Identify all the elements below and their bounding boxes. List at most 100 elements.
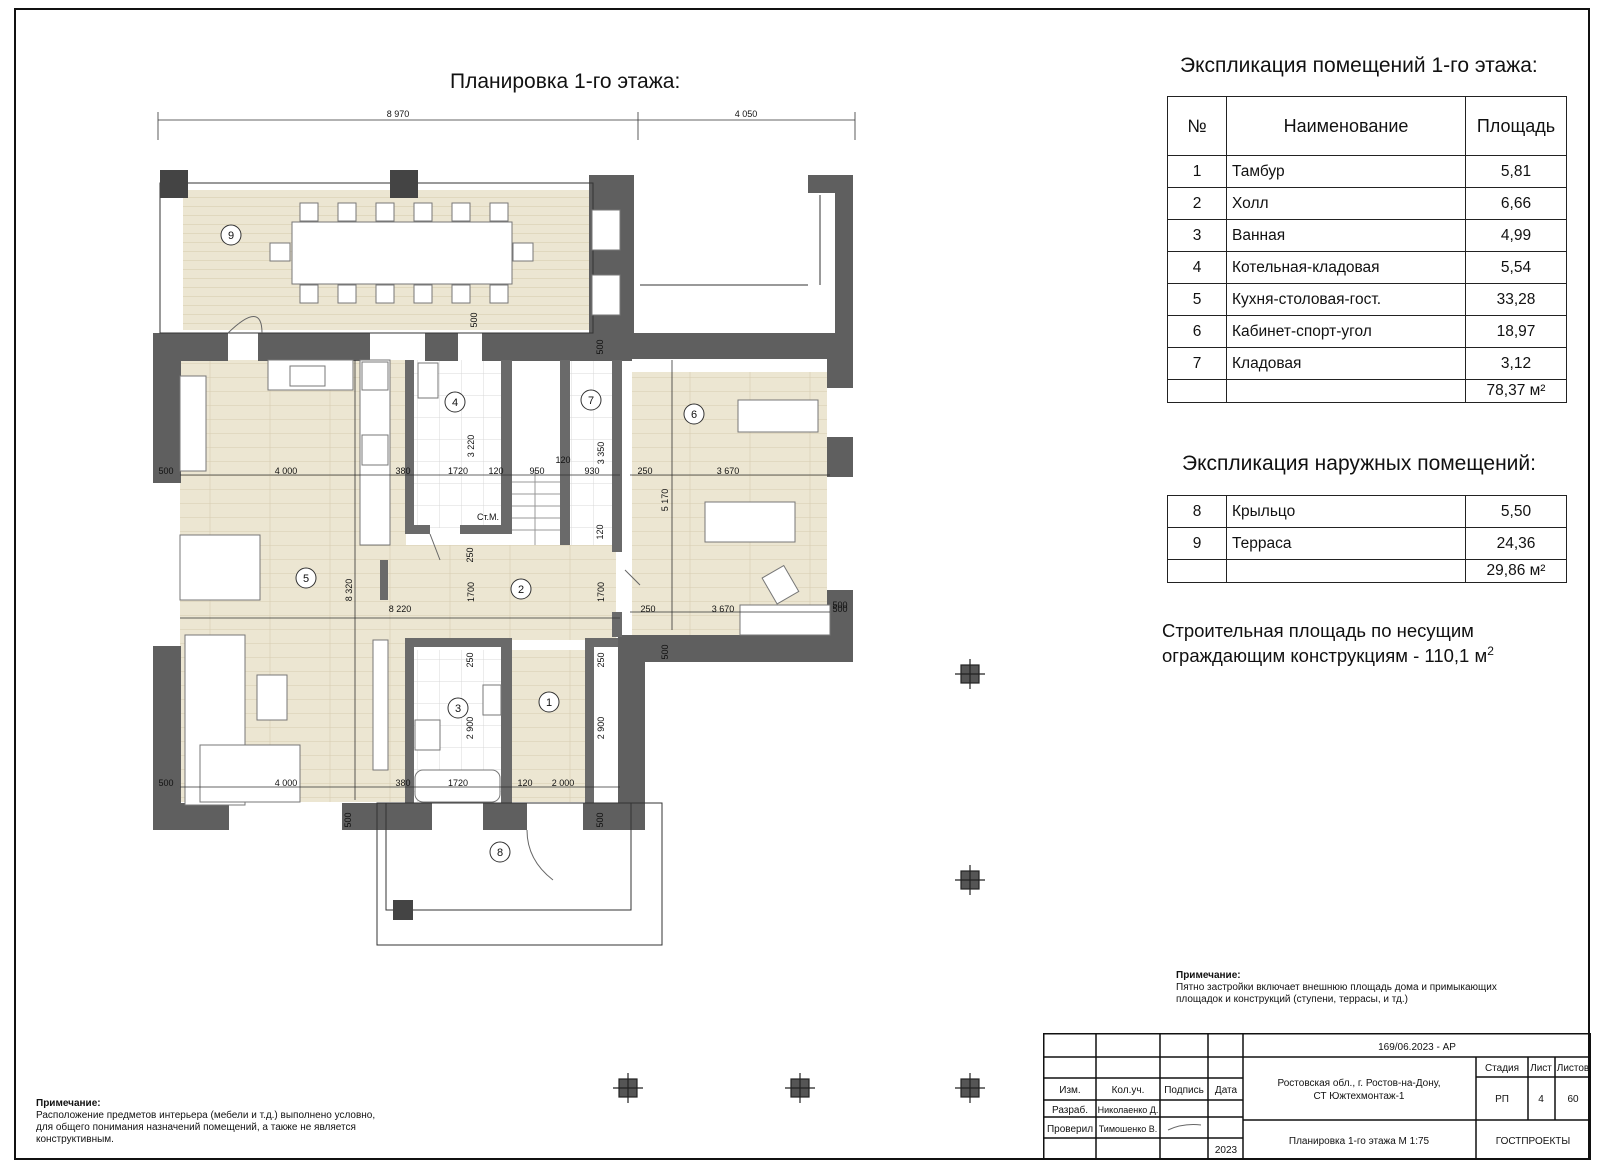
note-right-title: Примечание: [1176, 970, 1241, 981]
total-area: 78,37 м² [1465, 379, 1567, 403]
note-left-line: конструктивным. [36, 1134, 114, 1145]
header-name: Наименование [1226, 96, 1466, 156]
cell-name: Кухня-столовая-гост. [1226, 283, 1466, 316]
building-area-line2: ограждающим конструкциям - 110,1 м2 [1162, 641, 1494, 666]
dim-text: 500 [595, 339, 605, 354]
total-area: 29,86 м² [1465, 559, 1567, 583]
dim-text: 4 000 [275, 778, 298, 788]
room-markers [220, 224, 705, 863]
plan-title: Планировка 1-го этажа: [450, 70, 681, 93]
stamp-sheets: 60 [1567, 1094, 1579, 1105]
cell-name: Терраса [1226, 527, 1466, 560]
explication-interior-title: Экспликация помещений 1-го этажа: [1180, 54, 1538, 77]
note-left-title: Примечание: [36, 1098, 101, 1109]
cell-area: 6,66 [1465, 187, 1567, 220]
note-right-line: Пятно застройки включает внешнюю площадь… [1176, 982, 1497, 993]
cell-name: Котельная-кладовая [1226, 251, 1466, 284]
note-right-line: площадок и конструкций (ступени, террасы… [1176, 994, 1408, 1005]
note-left-line: Расположение предметов интерьера (мебели… [36, 1110, 376, 1121]
kitchen-furniture [179, 359, 391, 806]
room-2-label: 2 [518, 584, 524, 596]
dim-text: 500 [832, 600, 847, 610]
dim-text: 3 350 [596, 442, 606, 465]
table-total-row: 78,37 м² [1167, 379, 1567, 403]
room-7-label: 7 [588, 395, 594, 407]
dim-text: 8 320 [344, 579, 354, 602]
cell-name: Ванная [1226, 219, 1466, 252]
cell-area: 5,50 [1465, 495, 1567, 528]
bath-fixtures [414, 362, 502, 803]
dim-text: 380 [395, 466, 410, 476]
dim-text: 250 [640, 604, 655, 614]
terrace-posts [160, 170, 418, 920]
dim-text: 1700 [466, 582, 476, 602]
dim-text: 250 [596, 652, 606, 667]
cell-num: 6 [1167, 315, 1227, 348]
cell-area: 3,12 [1465, 347, 1567, 380]
cell-num: 1 [1167, 155, 1227, 188]
dim-text: 120 [555, 455, 570, 465]
dim-text: 250 [465, 547, 475, 562]
dim-text: 500 [343, 812, 353, 827]
partitions [380, 360, 622, 803]
cell-num: 3 [1167, 219, 1227, 252]
cell-num: 9 [1167, 527, 1227, 560]
dim-text: 120 [488, 466, 503, 476]
stamp-col-koluch: Кол.уч. [1112, 1085, 1145, 1096]
note-right: Примечание: Пятно застройки включает вне… [1176, 970, 1497, 1006]
dim-text: 930 [584, 466, 599, 476]
cell-num: 5 [1167, 283, 1227, 316]
dim-text: 2 000 [552, 778, 575, 788]
dimension-texts: 8 970 4 050 500 4 000 380 1720 120 950 9… [158, 109, 847, 788]
dim-top-1: 8 970 [387, 109, 410, 119]
dim-text: 380 [395, 778, 410, 788]
stamp-sheet: 4 [1538, 1094, 1544, 1105]
stamp-stage: РП [1495, 1094, 1509, 1105]
room-9-label: 9 [228, 230, 234, 242]
dim-text: 3 670 [717, 466, 740, 476]
dim-text: 5 170 [660, 489, 670, 512]
stamp-role-dev: Разраб. [1052, 1104, 1088, 1116]
cell-num: 4 [1167, 251, 1227, 284]
dim-text: 3 220 [466, 435, 476, 458]
terrace-outline [159, 182, 821, 946]
terrace-dining-table [269, 202, 534, 304]
header-area: Площадь [1465, 96, 1567, 156]
dim-text: 2 900 [465, 717, 475, 740]
doors [227, 316, 641, 881]
header-num: № [1167, 96, 1227, 156]
dim-text: 500 [469, 312, 479, 327]
dim-label-stm: Ст.М. [477, 512, 499, 522]
cell-num: 7 [1167, 347, 1227, 380]
dim-text: 4 000 [275, 466, 298, 476]
cell-num: 8 [1167, 495, 1227, 528]
stair [512, 470, 560, 545]
dim-text: 120 [595, 524, 605, 539]
cell-num: 2 [1167, 187, 1227, 220]
dim-text: 1720 [448, 466, 468, 476]
building-area-value: ограждающим конструкциям - 110,1 м [1162, 645, 1488, 667]
dimension-lines [157, 112, 856, 800]
stamp-name-check: Тимошенко В. [1099, 1124, 1158, 1134]
note-left-line: для общего понимания назначений помещени… [36, 1122, 356, 1133]
room-numbers: 1 2 3 4 5 6 7 8 9 [228, 230, 697, 859]
dimension-texts-vertical: 500 500 3 220 3 350 5 170 8 320 120 250 … [343, 312, 848, 827]
stamp-col-izm: Изм. [1059, 1085, 1080, 1096]
dim-text: 3 670 [712, 604, 735, 614]
dim-text: 250 [637, 466, 652, 476]
explication-exterior-title: Экспликация наружных помещений: [1182, 452, 1536, 475]
cabinet-furniture [704, 399, 831, 636]
cell-name: Холл [1226, 187, 1466, 220]
room-6-label: 6 [691, 409, 697, 421]
